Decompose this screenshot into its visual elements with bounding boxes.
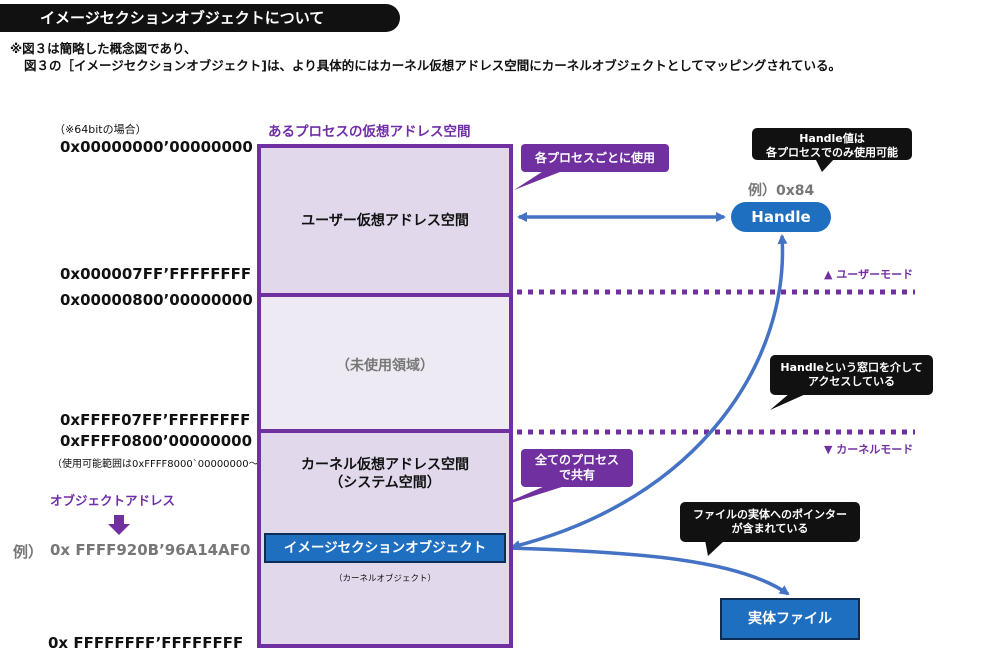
callout-tail-handle-window [770,393,808,410]
callout-shared-line-1: 全てのプロセス [534,453,619,467]
user-mode-label: ▲ ユーザーモード [824,268,914,281]
object-address-label: オブジェクトアドレス [50,493,176,508]
addr-user-end: 0x000007FF’FFFFFFFF [60,265,252,283]
object-address-example-prefix: 例） [13,543,44,561]
unused-label: （未使用領域） [336,358,434,374]
addr-kernel-start: 0xFFFF0800’00000000 [60,432,253,450]
callout-handle-window-line-2: アクセスしている [807,375,896,388]
object-address-down-arrow [108,515,130,535]
callout-file-pointer-line-1: ファイルの実体へのポインター [693,508,847,521]
handle-example: 例）0x84 [748,183,815,199]
object-address-example: 0x FFFF920B’96A14AF0 [50,541,251,559]
callout-per-process: 各プロセスごとに使用 [521,144,669,172]
kernel-object-note: （カーネルオブジェクト） [333,574,436,584]
callout-tail-handle-value [815,158,835,172]
addr-unused-start: 0x00000800’00000000 [60,291,253,309]
kernel-mode-label: ▼ カーネルモード [824,443,914,456]
callout-tail-per-process [514,170,565,190]
handle-object-arrow [510,234,788,550]
page-title: イメージセクションオブジェクトについて [0,4,400,32]
usable-range-note: （使用可能範囲は0xFFFF8000`00000000～） [52,459,269,470]
callout-tail-file-pointer [705,540,725,556]
callout-handle-window-line-1: Handleという窓口を介して [780,361,923,374]
callout-shared: 全てのプロセス で共有 [521,449,633,487]
bit-note: （※64bitの場合） [54,123,147,136]
callout-handle-value-line-2: 各プロセスでのみ使用可能 [766,146,898,159]
addr-end: 0x FFFFFFFF’FFFFFFFF [48,634,244,652]
kernel-space-label-1: カーネル仮想アドレス空間 [301,457,469,473]
handle-pill: Handle [731,202,831,232]
user-space-label: ユーザー仮想アドレス空間 [301,213,469,229]
real-file-box: 実体ファイル [720,598,860,640]
callout-shared-line-2: で共有 [558,468,595,482]
user-space-segment: ユーザー仮想アドレス空間 [261,148,509,293]
addr-start: 0x00000000’00000000 [60,138,253,156]
kernel-space-label-2: （システム空間） [329,475,441,491]
callout-file-pointer: ファイルの実体へのポインター が含まれている [680,502,860,542]
callout-file-pointer-line-2: が含まれている [731,522,809,535]
callout-handle-window: Handleという窓口を介して アクセスしている [770,355,933,395]
vas-title: あるプロセスの仮想アドレス空間 [268,124,471,140]
note-line-1: ※図３は簡略した概念図であり、 [10,41,197,56]
callout-handle-value-line-1: Handle値は [799,132,865,145]
object-file-arrow [507,546,790,596]
addr-unused-end: 0xFFFF07FF’FFFFFFFF [60,411,251,429]
note-line-2: 図３の［イメージセクションオブジェクト]は、より具体的にはカーネル仮想アドレス空… [24,58,841,73]
virtual-address-space: ユーザー仮想アドレス空間 （未使用領域） カーネル仮想アドレス空間 （システム空… [257,144,513,648]
callout-handle-value: Handle値は 各プロセスでのみ使用可能 [752,128,912,160]
image-section-object: イメージセクションオブジェクト [264,533,506,563]
unused-segment: （未使用領域） [261,293,509,433]
